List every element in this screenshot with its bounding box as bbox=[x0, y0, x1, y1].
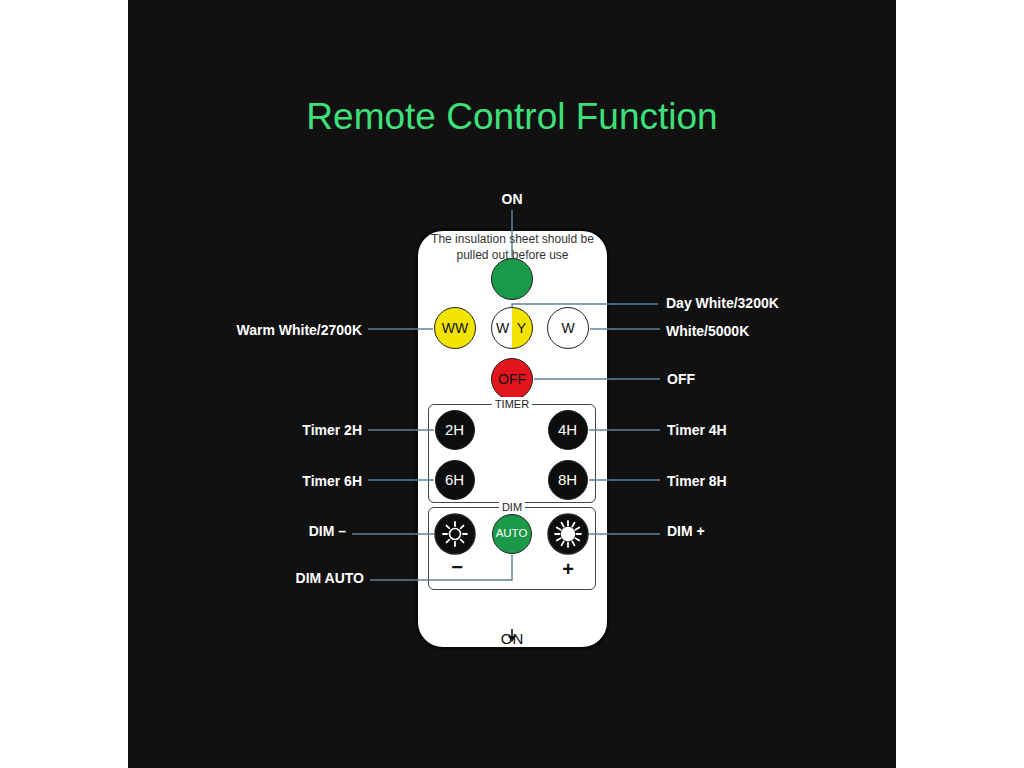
on-button: ON bbox=[491, 258, 533, 300]
leader-line bbox=[368, 479, 434, 481]
button-label: AUTO bbox=[496, 528, 528, 540]
group-heading: DIM bbox=[499, 500, 525, 514]
button-label: WW bbox=[442, 321, 468, 335]
leader-line bbox=[368, 429, 434, 431]
callout-label: Timer 4H bbox=[667, 422, 727, 439]
callout-label: White/5000K bbox=[666, 323, 749, 340]
warm-white-button: WW bbox=[434, 307, 476, 349]
insulation-note: The insulation sheet should be pulled ou… bbox=[426, 231, 599, 263]
minus-sign: − bbox=[451, 555, 463, 579]
timer-group: 2H4H6H8HTIMER bbox=[428, 404, 596, 503]
leader-line bbox=[352, 533, 434, 535]
callout-label: OFF bbox=[667, 371, 695, 388]
group-heading: TIMER bbox=[492, 397, 532, 411]
dim-auto-button: AUTO bbox=[492, 514, 532, 554]
timer-button: 2H bbox=[435, 410, 475, 450]
title: Remote Control Function bbox=[0, 96, 1024, 138]
callout-label: Day White/3200K bbox=[666, 295, 779, 312]
button-label: 8H bbox=[558, 472, 577, 487]
callout-label: Timer 6H bbox=[302, 473, 362, 490]
remote-body: ON WW W Y W OFF 2H 4H 6H 8H TIMER AUTO DIM The insul… bbox=[415, 228, 610, 650]
white-button: W bbox=[547, 307, 589, 349]
leader-line bbox=[512, 304, 658, 307]
button-label: 2H bbox=[445, 422, 464, 437]
pull-arrow bbox=[508, 629, 516, 642]
leader-line bbox=[511, 210, 513, 257]
dim-plus-button bbox=[548, 514, 588, 554]
button-label: 6H bbox=[445, 472, 464, 487]
button-label: W bbox=[561, 321, 574, 335]
leader-line bbox=[370, 555, 512, 580]
timer-button: 4H bbox=[548, 410, 588, 450]
callout-label: Warm White/2700K bbox=[236, 322, 362, 339]
button-label: W Y bbox=[496, 321, 528, 335]
callout-label: DIM + bbox=[667, 523, 705, 540]
button-label: 4H bbox=[558, 422, 577, 437]
callout-label: DIM AUTO bbox=[296, 570, 364, 587]
callout-label: Timer 2H bbox=[302, 422, 362, 439]
leader-line bbox=[590, 328, 660, 330]
leader-line bbox=[534, 378, 660, 380]
leader-line bbox=[368, 328, 433, 330]
callout-label: ON bbox=[502, 191, 523, 208]
plus-sign: + bbox=[562, 557, 574, 581]
day-white-button: W Y bbox=[491, 307, 533, 349]
button-label: ON bbox=[501, 631, 524, 646]
off-button: OFF bbox=[491, 358, 533, 400]
timer-button: 6H bbox=[435, 460, 475, 500]
leader-line bbox=[589, 533, 660, 535]
timer-button: 8H bbox=[548, 460, 588, 500]
dim-minus-button bbox=[435, 514, 475, 554]
callout-label: Timer 8H bbox=[667, 473, 727, 490]
leader-line bbox=[589, 429, 660, 431]
button-label: OFF bbox=[498, 372, 526, 386]
callout-label: DIM – bbox=[309, 523, 346, 540]
leader-line bbox=[589, 479, 660, 481]
